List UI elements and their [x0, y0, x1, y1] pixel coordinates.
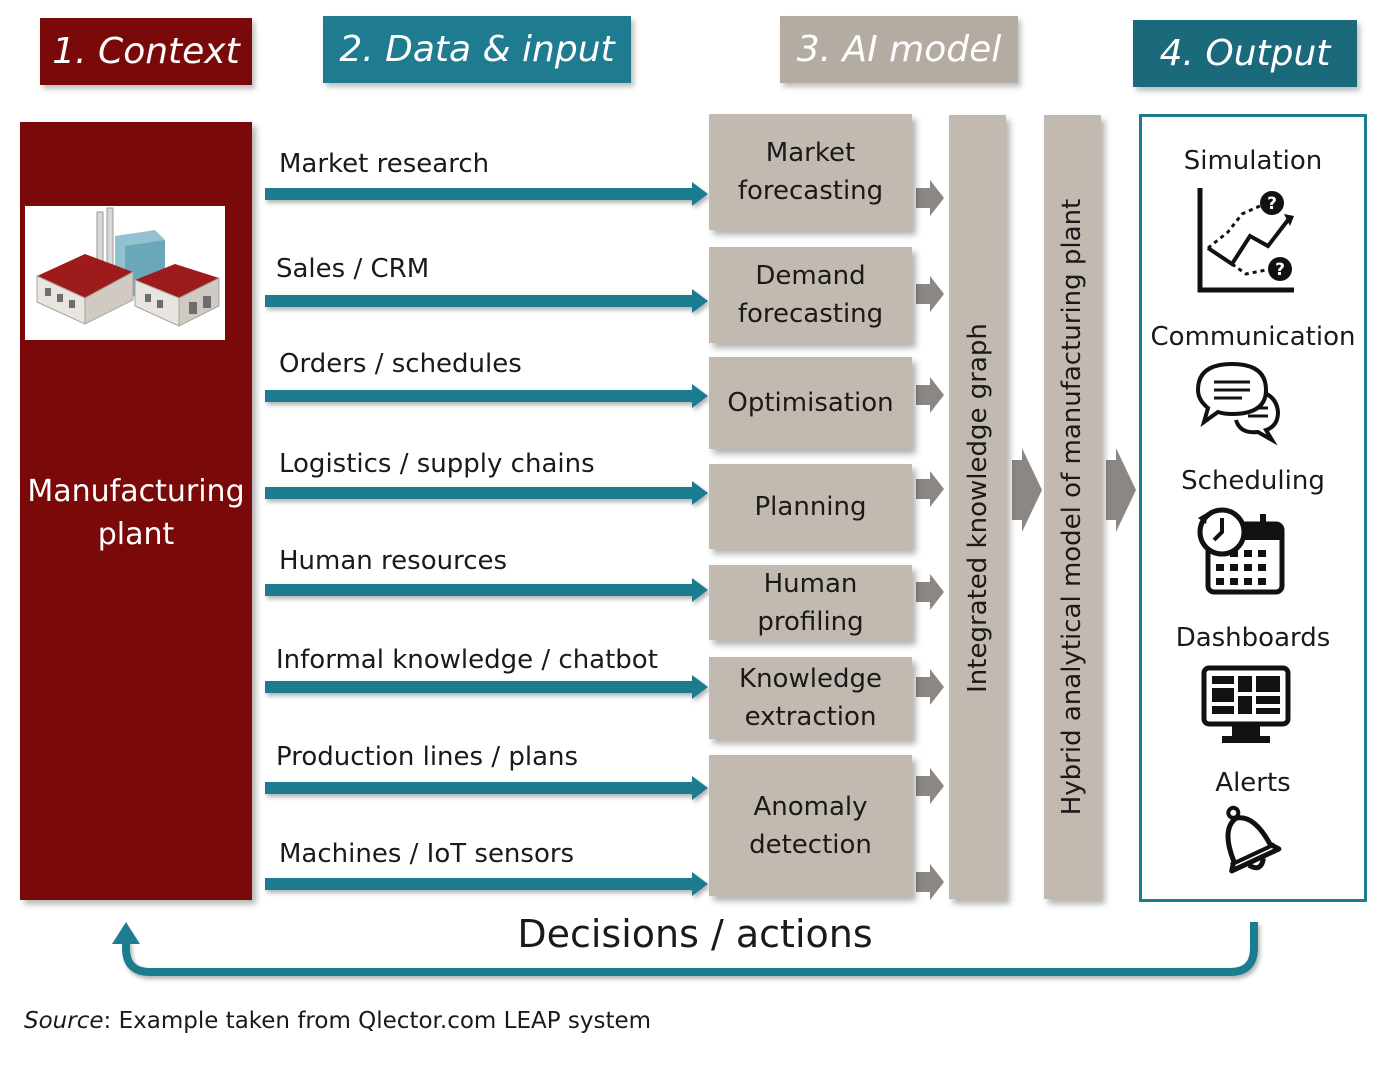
input-arrow-2 [265, 289, 708, 313]
source-note: Source: Example taken from Qlector.com L… [24, 1008, 651, 1034]
monitor-dashboard-icon [1201, 665, 1291, 743]
hybrid-to-output-arrow [1106, 448, 1136, 532]
output-label-alerts: Alerts [1215, 768, 1291, 798]
knowledge-graph-label: Integrated knowledge graph [963, 323, 993, 693]
model-box-planning: Planning [709, 464, 912, 549]
svg-text:?: ? [1275, 260, 1285, 280]
factory-image [25, 206, 225, 340]
model-arrow-4 [916, 471, 944, 507]
output-label-scheduling: Scheduling [1181, 466, 1325, 496]
chart-question-icon: ? ? [1197, 188, 1294, 293]
output-label-dashboards: Dashboards [1175, 623, 1331, 653]
model-arrow-3 [916, 377, 944, 413]
header-context: 1. Context [40, 18, 252, 85]
speech-bubbles-icon [1195, 361, 1281, 446]
input-label-orders-schedules: Orders / schedules [279, 349, 522, 379]
input-arrow-4 [265, 481, 708, 505]
context-label: Manufacturing plant [20, 470, 252, 556]
model-arrow-5 [916, 574, 944, 610]
input-label-informal-knowledge: Informal knowledge / chatbot [276, 645, 658, 675]
output-label-simulation: Simulation [1183, 146, 1323, 176]
context-label-line1: Manufacturing [27, 474, 245, 509]
input-label-production-lines: Production lines / plans [276, 742, 579, 772]
output-box [1139, 114, 1367, 902]
input-label-machines-iot: Machines / IoT sensors [279, 839, 575, 869]
input-arrow-3 [265, 384, 708, 408]
input-arrow-7 [265, 776, 708, 800]
model-box-optimisation: Optimisation [709, 357, 912, 449]
context-label-line2: plant [97, 517, 175, 552]
input-label-market-research: Market research [279, 149, 490, 179]
graph-to-hybrid-arrow [1012, 448, 1042, 532]
input-arrow-6 [265, 675, 708, 699]
input-label-human-resources: Human resources [279, 546, 508, 576]
model-arrow-6 [916, 669, 944, 705]
output-label-communication: Communication [1150, 322, 1356, 352]
input-label-logistics: Logistics / supply chains [279, 449, 595, 479]
clock-calendar-icon [1197, 507, 1285, 595]
svg-text:?: ? [1267, 194, 1277, 214]
input-arrow-8 [265, 872, 708, 896]
source-text: : Example taken from Qlector.com LEAP sy… [103, 1008, 652, 1034]
decisions-actions-label: Decisions / actions [517, 912, 873, 956]
input-arrow-5 [265, 578, 708, 602]
header-data-input: 2. Data & input [323, 16, 631, 83]
feedback-arrowhead [112, 922, 140, 944]
knowledge-graph-bar [949, 115, 1006, 899]
input-arrow-1 [265, 182, 708, 206]
hybrid-model-bar [1044, 115, 1101, 899]
source-prefix: Source [24, 1008, 104, 1034]
hybrid-model-label: Hybrid analytical model of manufacturing… [1057, 198, 1087, 816]
header-output: 4. Output [1133, 20, 1357, 87]
model-arrow-7 [916, 768, 944, 804]
feedback-loop-arrow [122, 922, 1258, 976]
model-arrow-2 [916, 276, 944, 312]
input-label-sales-crm: Sales / CRM [276, 254, 430, 284]
header-ai-model: 3. AI model [780, 16, 1018, 83]
model-arrow-1 [916, 180, 944, 216]
model-arrow-8 [916, 864, 944, 900]
bell-icon [1225, 805, 1282, 874]
